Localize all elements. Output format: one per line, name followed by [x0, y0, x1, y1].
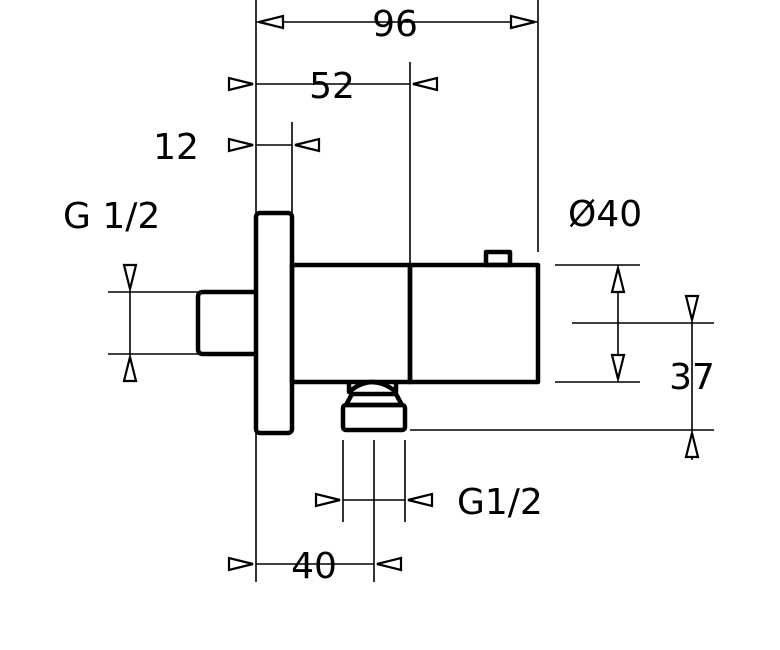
top-knob — [483, 249, 513, 268]
dim-outlet-offset: 40 — [291, 546, 337, 587]
outlet-nut — [340, 402, 408, 433]
wall-flange — [253, 210, 295, 436]
dim-inlet-thread: G 1/2 — [63, 196, 160, 237]
dimension-labels: 96 52 12 G 1/2 Ø40 37 G1/2 40 — [63, 4, 715, 587]
handle-block — [407, 262, 541, 385]
dimension-arrows — [122, 14, 700, 572]
dim-outlet-height: 37 — [669, 357, 715, 398]
inlet-stub — [195, 289, 256, 357]
dim-mid-length: 52 — [309, 66, 355, 107]
main-body — [289, 262, 413, 385]
outlet-nut-cap — [344, 391, 404, 407]
valve-body — [195, 210, 541, 436]
dim-flange-thickness: 12 — [153, 127, 199, 168]
dim-body-diameter: Ø40 — [568, 194, 642, 235]
dim-overall-length: 96 — [372, 4, 418, 45]
dim-outlet-thread: G1/2 — [457, 482, 543, 523]
